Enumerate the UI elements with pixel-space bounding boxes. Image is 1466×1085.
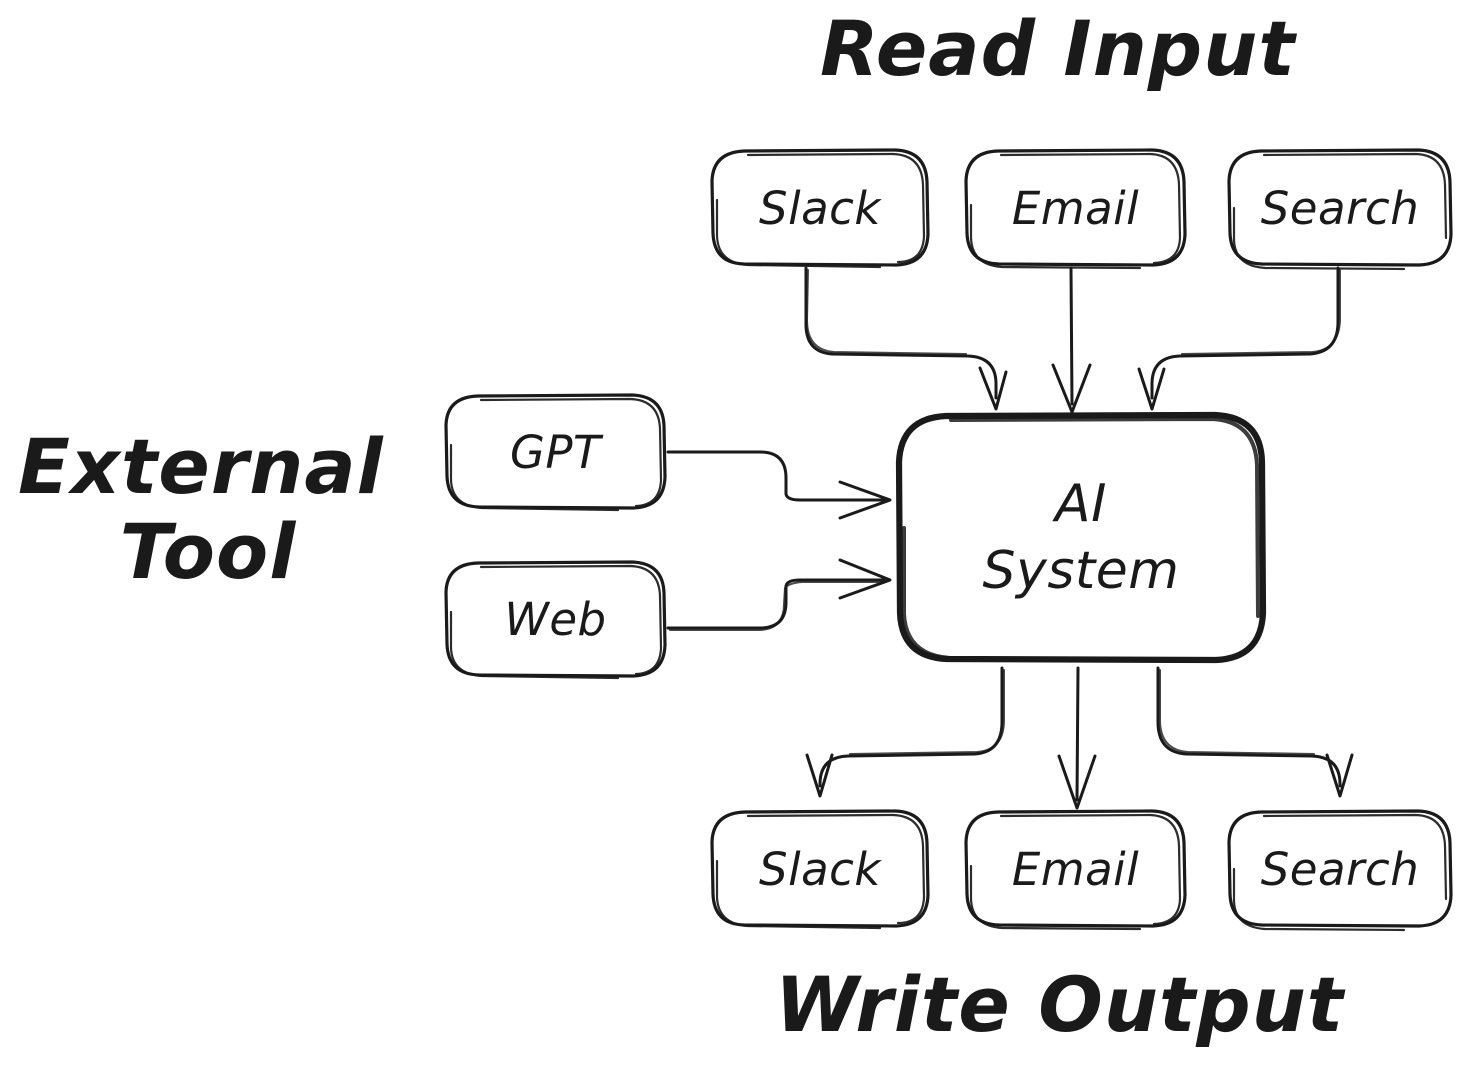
external-tool-line-2: Tool bbox=[119, 507, 297, 597]
arrowhead-output-slack bbox=[805, 753, 834, 798]
node-ai-system[interactable]: AI System bbox=[899, 415, 1263, 661]
node-shape-output-search bbox=[1227, 809, 1453, 932]
group-title-write-output: Write Output bbox=[775, 960, 1345, 1049]
node-output-email[interactable]: Email bbox=[966, 811, 1185, 927]
node-shape-output-email bbox=[964, 809, 1187, 931]
node-output-slack[interactable]: Slack bbox=[712, 811, 928, 927]
node-output-slack-label: Slack bbox=[759, 842, 881, 896]
node-tool-gpt[interactable]: GPT bbox=[446, 395, 665, 509]
ai-system-line-1: AI bbox=[1055, 474, 1107, 535]
node-input-search-label: Search bbox=[1260, 181, 1420, 235]
arrowhead-output-email bbox=[1057, 754, 1097, 810]
external-tool-line-1: External bbox=[18, 422, 384, 511]
node-output-search[interactable]: Search bbox=[1229, 811, 1451, 927]
node-shape-input-search bbox=[1227, 148, 1453, 271]
node-input-slack-label: Slack bbox=[759, 181, 881, 235]
ai-system-line-2: System bbox=[982, 541, 1180, 601]
edge-input-email-to-ai bbox=[1051, 266, 1092, 414]
node-shape-ai-system bbox=[895, 411, 1267, 664]
node-output-email-label: Email bbox=[1011, 842, 1140, 896]
node-shape-tool-gpt bbox=[444, 393, 667, 512]
node-output-search-label: Search bbox=[1260, 842, 1420, 896]
arrowhead-input-slack bbox=[978, 366, 1008, 411]
group-title-read-input: Read Input bbox=[820, 4, 1296, 93]
node-tool-web-label: Web bbox=[504, 593, 607, 646]
edge-ai-to-output-slack bbox=[805, 666, 1005, 798]
arrowhead-input-email bbox=[1051, 363, 1092, 414]
node-ai-system-label: AI System bbox=[899, 415, 1263, 661]
arrowhead-gpt bbox=[838, 480, 892, 520]
node-input-email[interactable]: Email bbox=[966, 150, 1185, 266]
node-tool-web[interactable]: Web bbox=[446, 562, 665, 677]
edge-input-slack-to-ai bbox=[804, 266, 1008, 411]
node-shape-input-email bbox=[964, 148, 1187, 270]
arrowhead-output-search bbox=[1325, 753, 1354, 798]
edge-gpt-to-ai bbox=[666, 450, 892, 520]
arrowhead-web bbox=[838, 558, 892, 600]
edge-ai-to-output-email bbox=[1057, 666, 1097, 810]
node-input-email-label: Email bbox=[1011, 181, 1140, 235]
edge-ai-to-output-search bbox=[1156, 666, 1354, 798]
group-title-external-tool: External Tool bbox=[18, 424, 398, 594]
node-shape-tool-web bbox=[444, 560, 667, 680]
node-input-slack[interactable]: Slack bbox=[712, 150, 928, 266]
edge-web-to-ai bbox=[666, 558, 892, 631]
edge-input-search-to-ai bbox=[1137, 266, 1341, 411]
node-input-search[interactable]: Search bbox=[1229, 150, 1451, 266]
node-shape-input-slack bbox=[710, 148, 930, 269]
node-shape-output-slack bbox=[710, 809, 930, 930]
arrowhead-input-search bbox=[1137, 367, 1166, 411]
node-tool-gpt-label: GPT bbox=[510, 425, 601, 479]
